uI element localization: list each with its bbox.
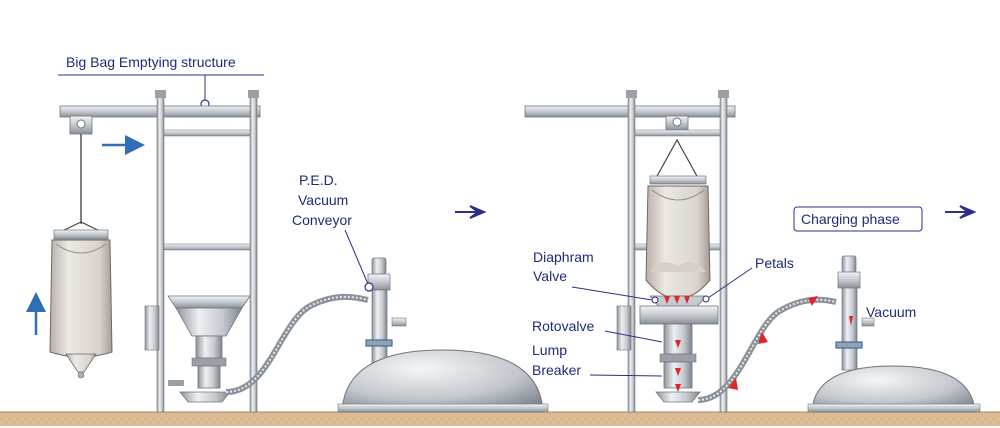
- lump-label-line2: Breaker: [532, 362, 581, 378]
- big-bag-docked: [645, 138, 711, 297]
- rotovalve-leader: [604, 330, 663, 343]
- hose-flow-arrows: [728, 296, 818, 390]
- ped-label-line2: Vacuum: [298, 192, 348, 208]
- step-arrow-2: [945, 205, 977, 219]
- receiving-tank-left: [341, 349, 544, 413]
- diaphram-label-line2: Valve: [533, 268, 567, 284]
- lump-leader: [589, 374, 663, 377]
- flow-arrows-red: [675, 340, 681, 392]
- conveying-hose: [225, 293, 369, 395]
- petal-arrows: [664, 296, 690, 304]
- ground: [0, 412, 1000, 426]
- lump-label-line1: Lump: [532, 342, 567, 358]
- ped-label-line1: P.E.D.: [299, 172, 338, 188]
- vacuum-label: Vacuum: [866, 304, 916, 320]
- charging-phase-box: [793, 206, 923, 232]
- frame-column-left: [156, 95, 165, 413]
- left-scene: Big Bag Emptying structure: [26, 54, 549, 413]
- ped-vacuum-conveyor-active: [835, 255, 875, 371]
- conveying-hose-active: [697, 296, 837, 403]
- rotovalve-body: [663, 323, 693, 355]
- right-scene: Diaphram Valve Petals Rotovalve Lump Bre…: [524, 90, 981, 413]
- rotovalve-label: Rotovalve: [532, 318, 594, 334]
- structure-label: Big Bag Emptying structure: [66, 54, 236, 70]
- big-bag: [49, 221, 113, 379]
- step-arrow-1: [455, 205, 487, 219]
- diaphram-leader: [571, 286, 653, 301]
- frame-column-right-a: [627, 95, 636, 413]
- frame-column-right: [249, 95, 258, 413]
- ped-label-line3: Conveyor: [292, 212, 352, 228]
- ped-leader: [344, 229, 369, 285]
- ped-pointer: [364, 282, 374, 292]
- ped-vacuum-conveyor: [365, 257, 407, 371]
- petals-leader: [707, 267, 753, 299]
- discharge-station: [144, 295, 251, 403]
- receiving-tank-right: [811, 365, 976, 413]
- diaphram-label-line1: Diaphram: [533, 249, 594, 265]
- charging-phase-label: Charging phase: [801, 211, 900, 227]
- petals-label: Petals: [755, 255, 794, 271]
- frame-column-right-b: [719, 95, 728, 413]
